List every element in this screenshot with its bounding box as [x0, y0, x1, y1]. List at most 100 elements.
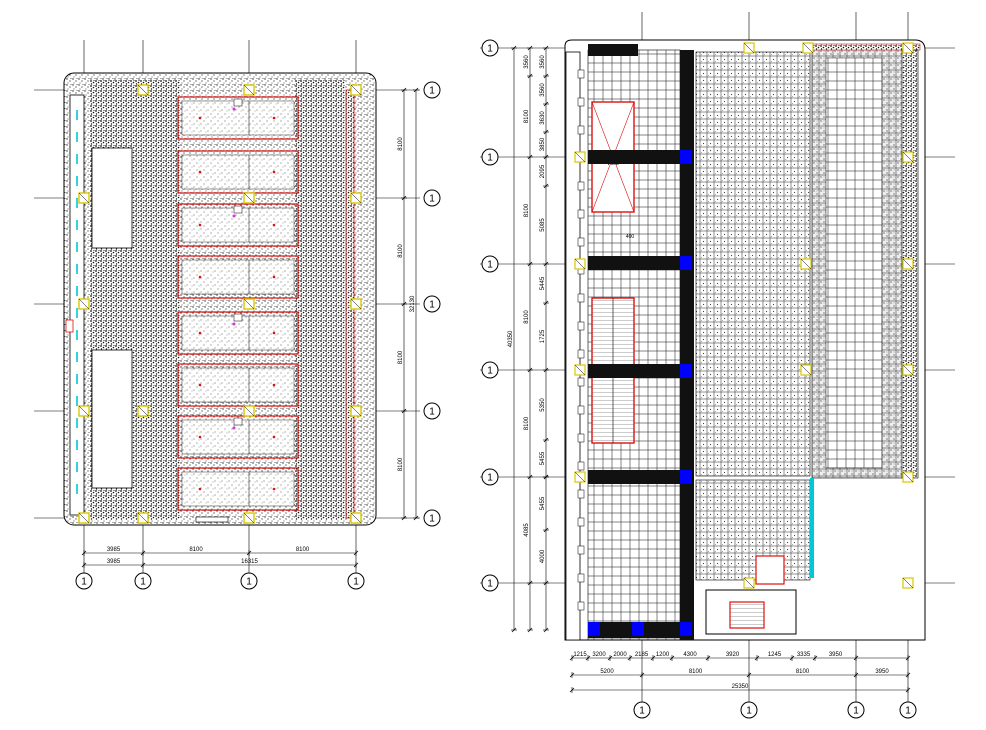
room-dot	[198, 275, 202, 279]
dim-slash	[853, 672, 859, 678]
blue-column	[588, 622, 600, 636]
room-dot	[198, 223, 202, 227]
column-x	[902, 42, 914, 54]
dim-slash	[401, 301, 407, 307]
room-fixture-dot	[232, 426, 236, 430]
room-outline	[177, 467, 299, 511]
grid-bubble-label: 1	[905, 706, 911, 717]
dim-label: 8100	[296, 547, 310, 553]
facade-column	[577, 237, 585, 247]
column-x	[243, 192, 255, 204]
column-x	[800, 364, 812, 376]
grid-bubble: 1	[481, 361, 499, 379]
column-x	[574, 151, 586, 163]
dim-label: 3950	[829, 652, 843, 658]
dim-slash	[812, 655, 818, 661]
grid-bubble-label: 1	[639, 706, 645, 717]
dim-slash	[140, 550, 146, 556]
column-x	[574, 471, 586, 483]
dim-slash	[353, 562, 359, 568]
facade-column	[577, 601, 585, 611]
room-fixture-dot	[232, 322, 236, 326]
dim-slash	[543, 261, 549, 267]
left-room-2	[177, 150, 299, 194]
dim-label: 5350	[540, 398, 546, 412]
dim-slash	[607, 655, 613, 661]
grid-bubble-circle	[481, 361, 499, 379]
column-x	[78, 512, 90, 524]
dim-label: 32130	[410, 295, 416, 312]
room-fixture	[233, 205, 243, 214]
column-x	[78, 298, 90, 310]
dim-slash	[543, 300, 549, 306]
column-x	[743, 577, 755, 589]
column-x	[350, 84, 362, 96]
grid-bubble-label: 1	[429, 407, 435, 418]
facade-column	[577, 377, 585, 387]
dim-slash	[543, 45, 549, 51]
room-dot	[198, 170, 202, 174]
grid-bubble-circle	[899, 701, 917, 719]
facade-column	[577, 349, 585, 359]
dim-label: 8100	[398, 457, 404, 471]
grid-bubble: 1	[481, 574, 499, 592]
dim-label: 40350	[508, 330, 514, 347]
room-dot	[272, 487, 276, 491]
grid-bubble-label: 1	[487, 366, 493, 377]
left-corridor-fill-right	[295, 80, 345, 520]
grid-bubble-label: 1	[246, 577, 252, 588]
dim-slash	[669, 655, 675, 661]
room-dot	[272, 170, 276, 174]
column-x	[902, 151, 914, 163]
dim-label: 1725	[540, 329, 546, 343]
room-fixture	[233, 98, 243, 107]
dim-slash	[543, 474, 549, 480]
dim-slash	[569, 672, 575, 678]
dim-label: 3630	[540, 111, 546, 125]
grid-bubble-circle	[847, 701, 865, 719]
right-dims-left-total: 40350	[508, 45, 517, 633]
dim-slash	[81, 550, 87, 556]
room-dot	[272, 435, 276, 439]
dim-slash	[705, 655, 711, 661]
column-x	[78, 405, 90, 417]
column-x	[574, 364, 586, 376]
room-dot	[198, 383, 202, 387]
room-outline	[177, 363, 299, 407]
dim-slash	[905, 655, 911, 661]
column-x	[902, 258, 914, 270]
left-room-3	[177, 203, 299, 247]
dim-slash	[543, 437, 549, 443]
dim-slash	[585, 655, 591, 661]
dim-400-label: 400	[626, 234, 635, 240]
dim-slash	[569, 687, 575, 693]
dim-label: 8100	[398, 244, 404, 258]
dim-slash	[543, 580, 549, 586]
facade-column	[577, 461, 585, 471]
wall-band	[588, 364, 680, 378]
dim-slash	[527, 474, 533, 480]
facade-column	[577, 433, 585, 443]
grid-bubble: 1	[423, 402, 441, 420]
column-x	[902, 364, 914, 376]
grid-bubble-circle	[423, 295, 441, 313]
dim-slash	[905, 687, 911, 693]
dim-slash	[401, 87, 407, 93]
left-room-7	[177, 415, 299, 459]
dim-slash	[543, 154, 549, 160]
wall-band	[588, 150, 680, 164]
dim-label: 2095	[540, 164, 546, 178]
column-x	[350, 512, 362, 524]
facade-column	[577, 517, 585, 527]
dim-label: 4000	[540, 549, 546, 563]
facade-column	[577, 69, 585, 79]
room-fixture	[233, 417, 243, 426]
dim-slash	[511, 627, 517, 633]
spine-wall	[680, 50, 694, 640]
dim-slash	[789, 655, 795, 661]
dim-label: 4300	[683, 652, 697, 658]
